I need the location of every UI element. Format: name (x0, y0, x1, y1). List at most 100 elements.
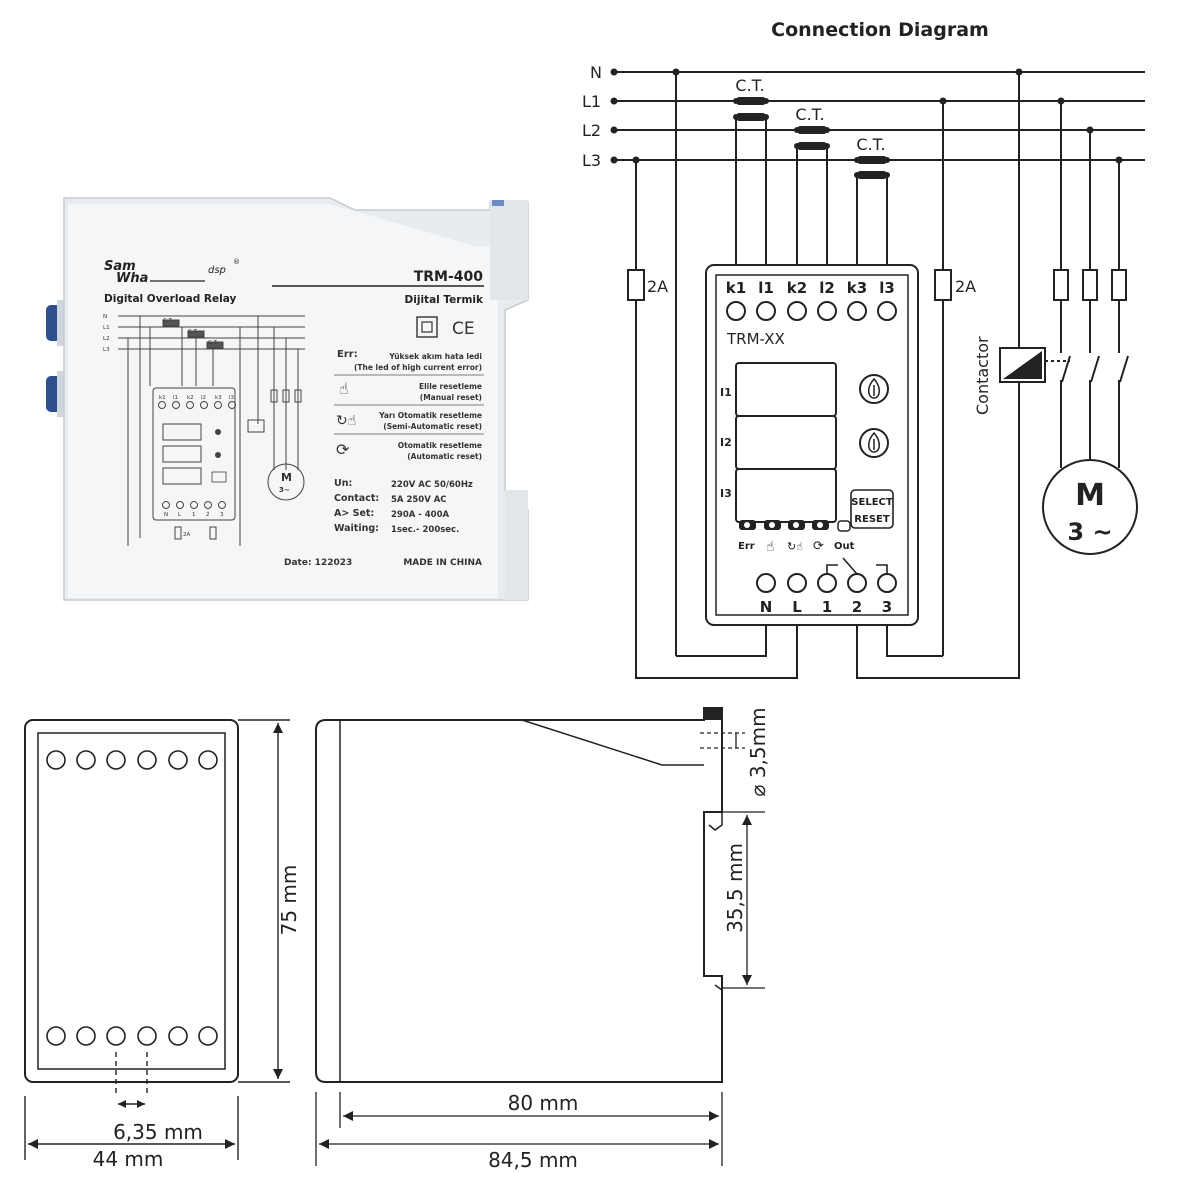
mini-ct-1: C.T. (163, 318, 173, 324)
mini-term-k1: k1 (159, 395, 166, 401)
terminal-3-label: 3 (882, 598, 892, 616)
ct-label-3: C.T. (856, 135, 885, 154)
mini-ct-2: C.T. (188, 329, 198, 335)
mini-line-l3: L3 (103, 347, 110, 353)
spec-waiting-label: Waiting: (334, 523, 379, 534)
spec-contact-label: Contact: (334, 493, 379, 504)
fuse-label-right: 2A (955, 277, 976, 296)
up-arrow-icon (868, 431, 880, 453)
top-terminal-circles (726, 301, 897, 321)
mini-term-3: 3 (220, 512, 224, 518)
current-transformers: C.T. C.T. C.T. (735, 76, 886, 179)
mini-term-l3: l3 (229, 395, 235, 401)
legend-manual-tr: Elile resetleme (419, 382, 482, 391)
mini-term-k3: k3 (215, 395, 222, 401)
line-label-l1: L1 (582, 92, 601, 111)
mini-term-l1: l1 (173, 395, 178, 401)
mini-labels: N L1 L2 L3 C.T. C.T. C.T. k1 l1 k2 l2 k3… (103, 314, 292, 538)
legend-semi-en: (Semi-Automatic reset) (383, 422, 482, 431)
terminal-k3-label: k3 (847, 279, 867, 297)
up-button-2[interactable] (859, 428, 889, 458)
mini-term-2: 2 (206, 512, 210, 518)
mini-motor-sub: 3~ (279, 486, 290, 494)
mini-term-n: N (164, 512, 168, 518)
brand-top: Sam (104, 259, 136, 274)
channel-i2-label: I2 (720, 436, 732, 449)
mini-line-n: N (103, 314, 107, 320)
terminal-l2-label: l2 (819, 279, 835, 297)
spec-un-value: 220V AC 50/60Hz (391, 480, 473, 490)
line-label-l2: L2 (582, 121, 601, 140)
fuse-label-left: 2A (647, 277, 668, 296)
connection-diagram: Connection Diagram N L1 L2 L3 (582, 19, 1145, 679)
device-box: k1 l1 k2 l2 k3 l3 TRM-XX I1 I2 I3 (705, 264, 919, 626)
dim-width-label: 44 mm (93, 1147, 164, 1171)
semi-auto-reset-icon: ↻☝ (787, 540, 803, 553)
brand-bottom: Wha (116, 271, 148, 286)
terminal-k1-label: k1 (726, 279, 746, 297)
line-labels: N L1 L2 L3 (582, 63, 602, 170)
mini-ct-3: C.T. (208, 340, 218, 346)
connection-title: Connection Diagram (771, 19, 989, 41)
name-tr: Dijital Termik (405, 294, 484, 306)
semi-auto-reset-icon: ↻☝ (336, 413, 356, 429)
terminal-1-label: 1 (822, 598, 832, 616)
auto-reset-icon: ⟳ (813, 539, 824, 554)
legend-err-tr: Yüksek akım hata ledi (388, 352, 482, 361)
device-model-label: TRM-XX (726, 330, 785, 348)
ce-mark-icon: CE (452, 319, 475, 339)
ct-label-2: C.T. (795, 105, 824, 124)
led-out-label: Out (834, 541, 855, 552)
manual-reset-icon: ☝ (339, 379, 349, 398)
dim-height-label: 75 mm (277, 865, 301, 936)
contactor-label: Contactor (973, 336, 992, 415)
legend-manual-en: (Manual reset) (420, 393, 482, 402)
spec-set-label: A> Set: (334, 508, 374, 519)
double-insulation-icon (416, 316, 438, 338)
terminal-l-label: L (792, 598, 802, 616)
dim-rail-label: 35,5 mm (723, 843, 747, 933)
dim-pitch-label: 6,35 mm (113, 1120, 203, 1144)
legend-semi-tr: Yarı Otomatik resetleme (378, 411, 482, 420)
mini-term-l2: l2 (201, 395, 206, 401)
display-panels (735, 362, 837, 523)
front-terminal-holes (46, 750, 218, 1046)
product-photo: Sam Wha dsp ® TRM-400 Digital Overload R… (46, 197, 529, 601)
mini-line-l1: L1 (103, 325, 110, 331)
ct-label-1: C.T. (735, 76, 764, 95)
date-label: Date: 122023 (284, 558, 352, 568)
up-button-1[interactable] (859, 374, 889, 404)
spec-waiting-value: 1sec.- 200sec. (391, 525, 459, 535)
mini-term-k2: k2 (187, 395, 194, 401)
mini-line-l2: L2 (103, 336, 110, 342)
motor: M 3 ~ (1042, 459, 1138, 555)
contactor: Contactor (973, 336, 1046, 415)
terminal-l3-label: l3 (879, 279, 895, 297)
legend-auto-en: (Automatic reset) (407, 452, 482, 461)
brand-suffix: dsp (208, 265, 226, 276)
brand-mark: ® (233, 258, 240, 266)
line-label-l3: L3 (582, 151, 601, 170)
mini-leds (211, 429, 227, 483)
auto-reset-icon: ⟳ (336, 440, 350, 459)
channel-i1-label: I1 (720, 386, 732, 399)
fuses (627, 269, 1127, 301)
mini-term-l: L (178, 512, 182, 518)
mini-motor: M (281, 471, 292, 484)
front-dimension-view: 6,35 mm 44 mm 75 mm (24, 719, 301, 1171)
terminal-k2-label: k2 (787, 279, 807, 297)
motor-label: M (1075, 478, 1105, 513)
mini-wiring-diagram (118, 315, 305, 546)
side-dimension-view: ⌀ 3,5mm 35,5 mm 80 mm 84,5 mm (315, 707, 770, 1172)
terminal-l1-label: l1 (758, 279, 774, 297)
led-row: Err ☝ ↻☝ ⟳ Out (738, 520, 855, 555)
manual-reset-icon: ☝ (766, 539, 775, 555)
dim-body-depth-label: 80 mm (508, 1091, 579, 1115)
select-reset-button[interactable]: SELECT RESET (850, 489, 894, 529)
legend-err-en: (The led of high current error) (354, 363, 482, 372)
channel-i3-label: I3 (720, 487, 732, 500)
mini-term-1: 1 (192, 512, 196, 518)
dim-hole-label: ⌀ 3,5mm (746, 707, 770, 796)
spec-un-label: Un: (334, 478, 352, 489)
